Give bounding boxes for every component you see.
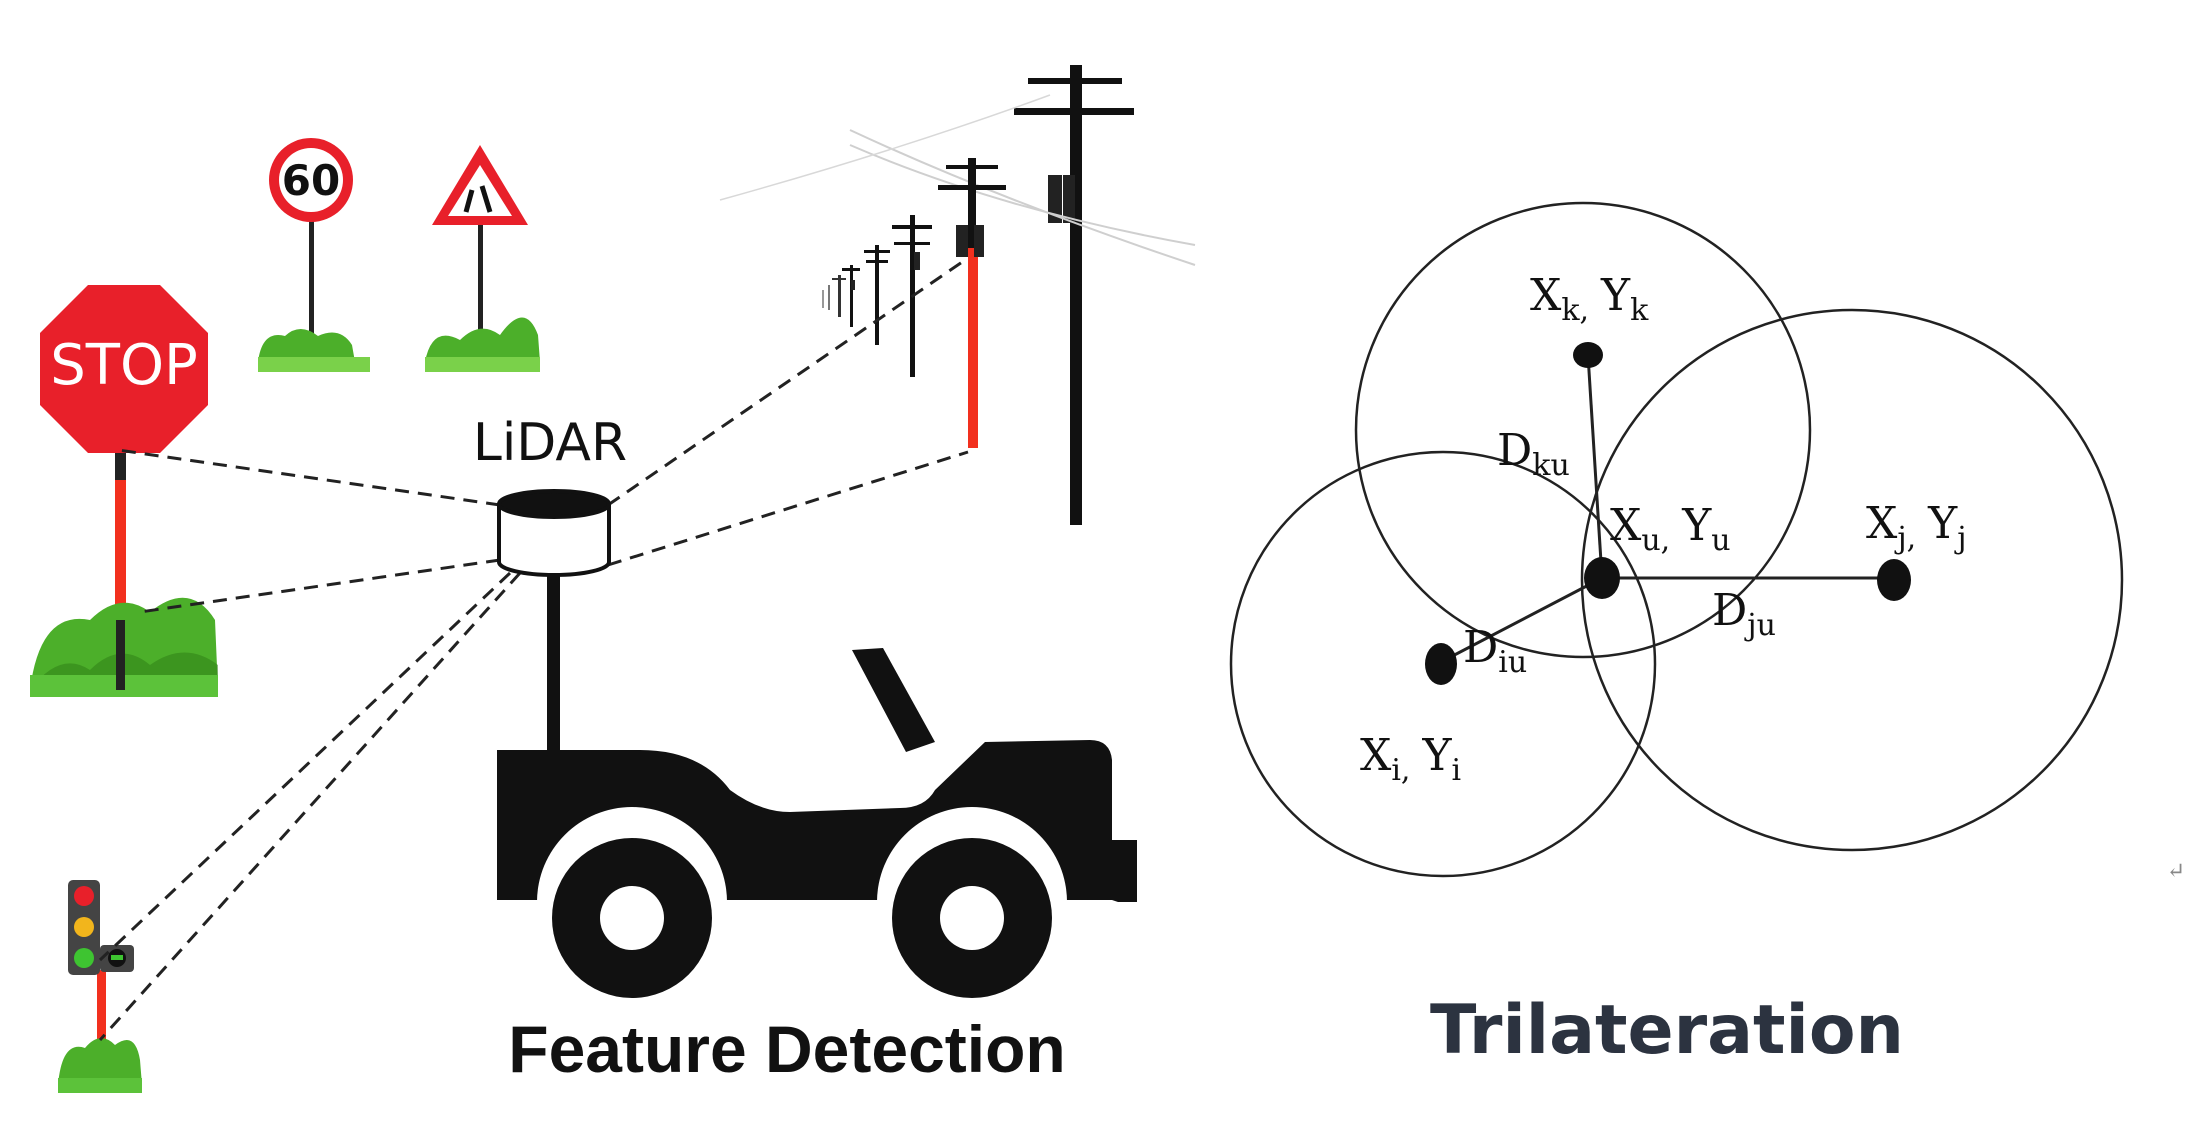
label-point-i: Xi,Yi [1360,730,1461,788]
utility-pole-6 [838,275,841,317]
trilateration-panel: Xk,Yk Dku Xu,Yu Xj,Yj Dju Diu Xi,Yi ↵ Tr… [1229,201,2185,1070]
circle-k [1354,201,1812,659]
lidar-label: LiDAR [473,413,627,473]
beam-to-pole-top [607,256,969,507]
utility-pole-2-red-section [968,248,978,448]
arrow-icon [111,955,123,960]
speed-limit-sign: 60 [258,138,370,372]
utility-pole-8 [822,290,824,308]
label-point-k: Xk,Yk [1530,270,1649,328]
lidar-sensor: LiDAR [473,413,627,756]
warning-sign-bush [425,317,540,362]
utility-pole-1 [1070,65,1082,525]
transformer-icon [1048,175,1062,223]
road-narrows-icon [463,185,493,213]
label-dist-iu: Diu [1463,622,1527,680]
beam-to-stop-sign-bottom [139,558,501,614]
stop-sign-pole-bracket [115,440,126,480]
warning-sign-pole [478,220,483,345]
speed-sign-bush [258,329,355,362]
warning-sign [425,145,540,372]
ray-iu [1440,576,1603,664]
circle-j [1580,308,2124,852]
lidar-top [497,489,611,519]
point-k [1573,342,1603,368]
stop-sign-octagon [40,285,208,453]
label-point-j: Xj,Yj [1866,498,1967,556]
stop-sign-bushes [30,597,218,697]
beam-to-pole-bottom [607,450,969,567]
utility-pole-7 [828,285,830,310]
traffic-light-pole [97,970,106,1055]
beam-to-stop-sign-top [117,448,501,507]
label-dist-ju: Dju [1712,585,1776,643]
traffic-light-green [74,948,94,968]
ray-ku [1586,354,1604,579]
beam-to-traffic-light-bottom [98,571,522,1042]
paragraph-mark: ↵ [2167,859,2185,884]
speed-sign-pole [309,215,314,340]
utility-pole-2 [968,158,976,248]
vehicle [497,648,1137,998]
point-u [1584,557,1620,599]
vehicle-hood [852,648,935,752]
traffic-light-yellow [74,917,94,937]
lidar-beams [98,256,969,1042]
traffic-light [58,880,142,1093]
label-dist-ku: Dku [1497,425,1570,483]
utility-pole-4 [875,245,879,345]
stop-sign-text: STOP [50,333,198,398]
lidar-mast [547,576,560,756]
feature-detection-panel: STOP 60 [30,65,1196,1093]
beam-to-traffic-light-top [98,571,512,962]
trilateration-caption: Trilateration [1430,991,1904,1070]
speed-sign-face [279,148,343,212]
feature-detection-caption: Feature Detection [508,1012,1065,1086]
traffic-light-bush [58,1038,142,1085]
point-i [1425,643,1457,685]
speed-sign-text: 60 [282,156,340,205]
point-j [1877,559,1911,601]
traffic-light-red [74,886,94,906]
utility-poles [719,65,1196,525]
utility-pole-5 [850,265,853,327]
label-point-u: Xu,Yu [1610,500,1731,558]
stop-sign-pole [115,440,126,675]
circle-i [1229,450,1657,878]
stop-sign: STOP [40,285,208,675]
